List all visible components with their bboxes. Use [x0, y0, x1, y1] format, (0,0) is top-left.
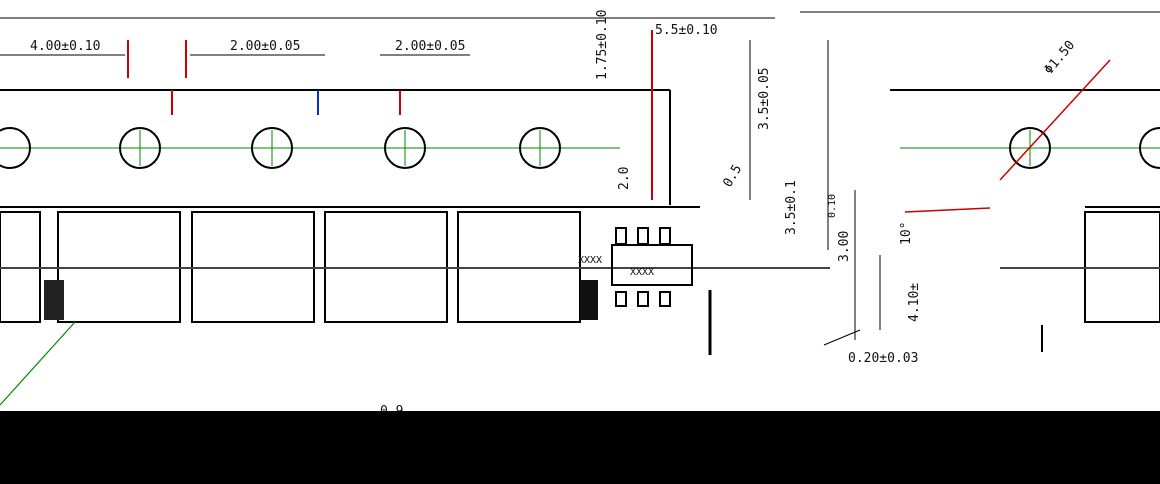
pocket-shade [44, 280, 64, 320]
dim-top-width: 5.5±0.10 [655, 23, 718, 38]
dim-center-a: 3.5±0.05 [757, 67, 772, 130]
component [611, 227, 693, 307]
dim-center-b: 3.5±0.1 [784, 180, 799, 235]
dim-height-b: 4.10± [907, 283, 922, 322]
component-code-2: XXXX [630, 267, 654, 278]
component-pin [615, 291, 627, 307]
dim-bottom-thickness: 0.20±0.03 [848, 351, 918, 366]
dim-ten: 10° [899, 222, 914, 245]
dim-vertical-1: 1.75±0.10 [595, 10, 610, 80]
dim-pitch-top: 4.00±0.10 [30, 39, 100, 54]
black-band [0, 411, 1160, 484]
component-pin [637, 227, 649, 245]
sprocket-hole [384, 127, 426, 169]
dim-pitch-2: 2.00±0.05 [230, 39, 300, 54]
component-pin [659, 227, 671, 245]
angle-line [904, 207, 991, 213]
sprocket-hole [119, 127, 161, 169]
component-pin [637, 291, 649, 307]
component-body [611, 244, 693, 286]
pocket-shade [580, 280, 598, 320]
sprocket-hole [1139, 127, 1160, 169]
sprocket-hole [251, 127, 293, 169]
bottom-leader [823, 329, 861, 346]
dim-small-a: 2.0 [617, 167, 632, 190]
sprocket-hole [1009, 127, 1051, 169]
diagonal-leader [999, 59, 1111, 181]
component-pin [659, 291, 671, 307]
dim-small-b: 0.5 [720, 162, 745, 190]
dim-hole-dia: Φ1.50 [1042, 38, 1079, 78]
sprocket-holes [0, 127, 1160, 169]
component-pin [615, 227, 627, 245]
diagonal-leader-2 [0, 321, 76, 406]
dim-right-vertical: 3.00 [837, 231, 852, 262]
component-code: XXXX [578, 255, 602, 266]
dim-right-vertical-sup: 0.10 [827, 194, 838, 218]
sprocket-hole [0, 127, 31, 169]
dim-pitch-3: 2.00±0.05 [395, 39, 465, 54]
sprocket-hole [519, 127, 561, 169]
